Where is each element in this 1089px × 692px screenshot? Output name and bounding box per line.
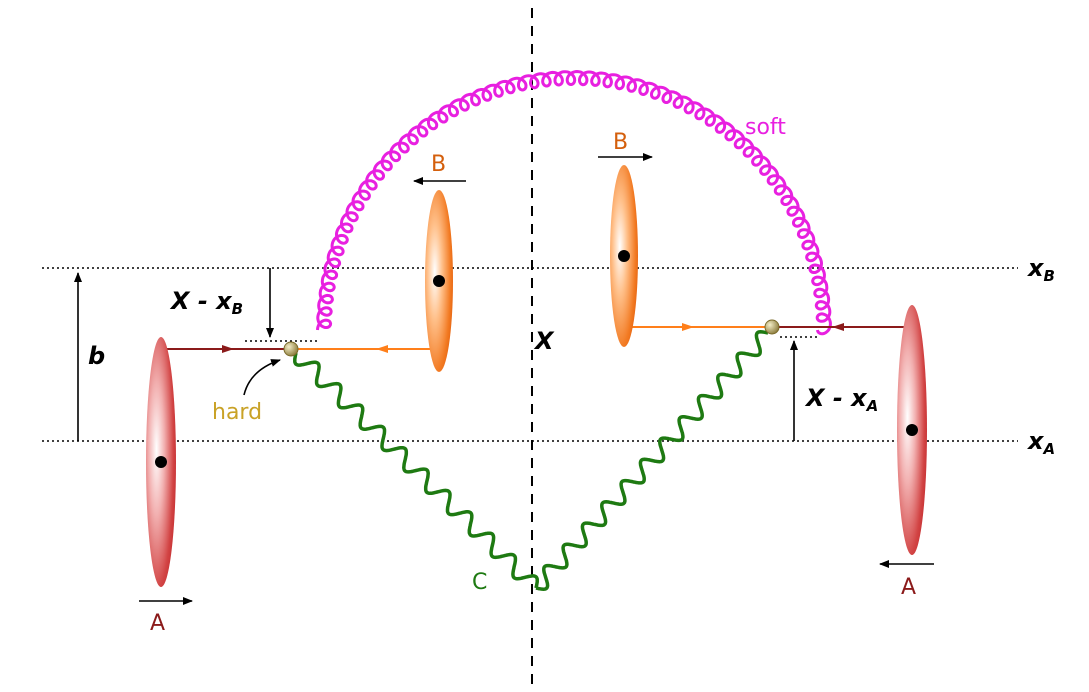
label-xa-line: xA <box>1027 427 1055 458</box>
label-xb-line: xB <box>1027 254 1055 285</box>
label-a-right: A <box>901 575 916 600</box>
hard-vertex-left <box>283 341 299 357</box>
label-b-right: B <box>613 130 628 155</box>
nucleus-b-left <box>425 190 453 372</box>
hard-vertex-right <box>764 319 780 335</box>
hard-pointer-arrow <box>243 359 281 396</box>
c-gluon <box>293 330 769 591</box>
soft-gluon <box>316 69 832 336</box>
nucleus-a-right <box>897 305 927 555</box>
label-soft: soft <box>745 115 786 140</box>
label-a-left: A <box>150 611 165 636</box>
nucleus-a-left <box>146 337 176 587</box>
label-c: C <box>472 570 487 595</box>
label-x-minus-xb: X - xB <box>169 287 243 318</box>
label-hard: hard <box>212 400 262 425</box>
label-big-x: X <box>533 327 555 355</box>
label-b: b <box>88 342 105 370</box>
label-b-left: B <box>431 152 446 177</box>
nucleus-b-right <box>610 165 638 347</box>
label-x-minus-xa: X - xA <box>804 384 878 415</box>
